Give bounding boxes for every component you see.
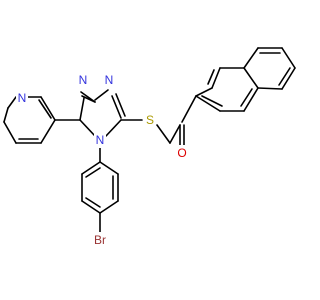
- atom-label: N: [103, 72, 115, 88]
- bond: [156, 124, 171, 144]
- bond: [240, 88, 253, 107]
- bond: [99, 161, 119, 175]
- bond: [38, 99, 52, 119]
- bond: [105, 119, 122, 137]
- bond: [243, 87, 259, 112]
- bond: [211, 67, 221, 89]
- bromine-label: Br: [94, 233, 106, 247]
- bond: [85, 167, 101, 178]
- bond: [278, 67, 291, 86]
- atom-label-layer: N N N N S O Br: [16, 72, 188, 248]
- bond: [40, 96, 56, 121]
- bond: [7, 96, 17, 109]
- bond: [3, 121, 17, 144]
- bond: [81, 95, 96, 103]
- bond: [281, 67, 296, 90]
- atom-label: N: [94, 132, 106, 148]
- atom-label: S: [144, 112, 156, 128]
- bond: [257, 87, 283, 90]
- bond: [94, 89, 109, 101]
- bond: [169, 124, 181, 144]
- bond-layer: [3, 47, 296, 233]
- atom-label: O: [176, 145, 188, 161]
- bond: [40, 119, 56, 144]
- sulfur-label: S: [146, 113, 154, 127]
- bond: [111, 95, 122, 119]
- bond: [281, 47, 296, 69]
- oxygen-label: O: [177, 146, 186, 160]
- triazole-nitrogen-label: N: [96, 133, 105, 147]
- bond: [81, 161, 101, 175]
- triazole-nitrogen-label: N: [105, 73, 114, 87]
- structure-diagram: N N N N S O Br: [3, 47, 296, 248]
- bond: [81, 200, 101, 214]
- atom-label: Br: [90, 232, 110, 248]
- bond: [3, 107, 9, 123]
- bond: [195, 95, 221, 112]
- triazole-nitrogen-label: N: [79, 73, 88, 87]
- atom-label: N: [16, 90, 28, 106]
- bond: [99, 200, 119, 214]
- molecule-canvas: N N N N S O Br: [3, 47, 296, 248]
- pyridine-nitrogen-label: N: [18, 91, 27, 105]
- bond: [195, 87, 213, 97]
- bond: [243, 47, 259, 69]
- bond: [115, 93, 126, 117]
- bond: [85, 197, 101, 208]
- bond: [79, 97, 85, 121]
- bond: [207, 69, 215, 85]
- bond: [181, 95, 197, 123]
- bond: [201, 95, 223, 107]
- atom-label: N: [77, 72, 89, 88]
- bond: [79, 119, 96, 137]
- bond: [243, 67, 259, 89]
